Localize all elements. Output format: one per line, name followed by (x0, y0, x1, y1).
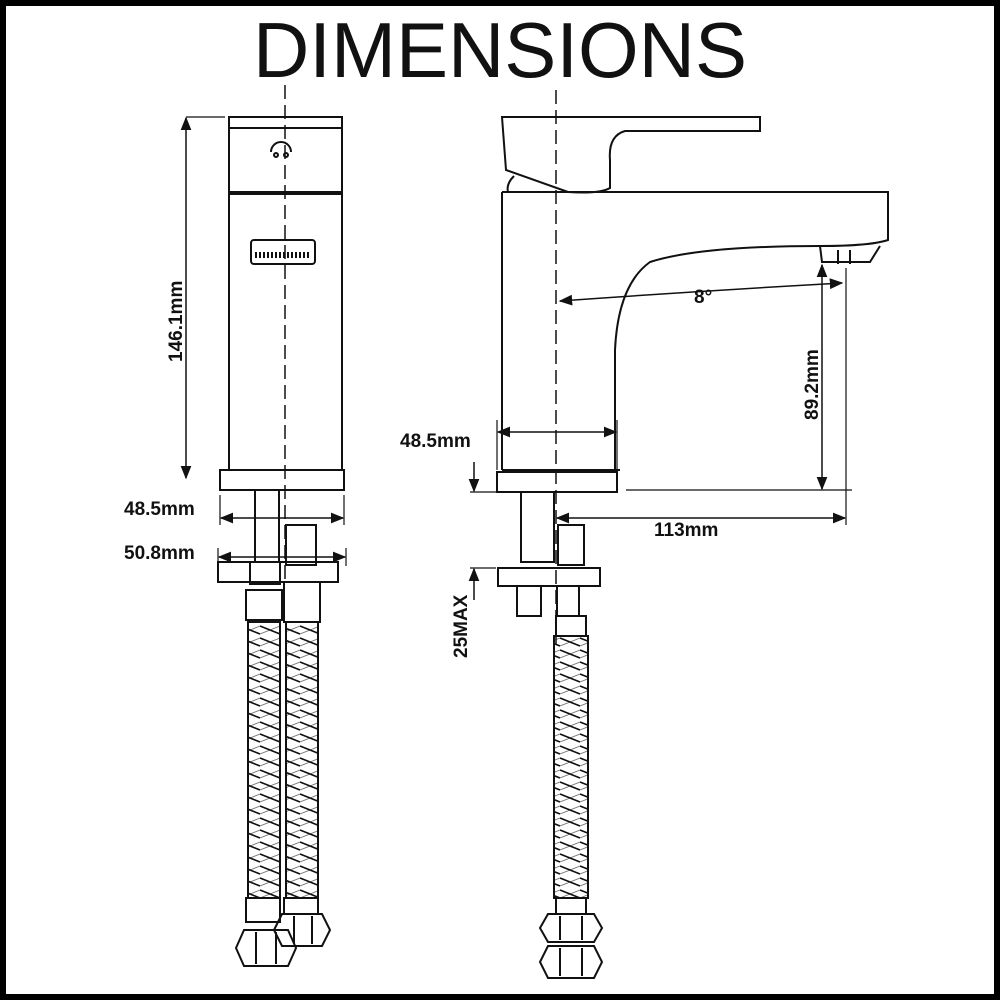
spout-angle-label: 8° (694, 287, 712, 308)
front-view (180, 85, 347, 967)
hex-nut-icon (538, 913, 604, 943)
front-base-collar (219, 469, 345, 491)
side-base-width-label: 48.5mm (400, 431, 471, 452)
spout-height-label: 89.2mm (802, 349, 823, 420)
spout-angle-dimension-line (558, 278, 844, 306)
side-aerator (819, 245, 881, 263)
front-plate-width-label: 50.8mm (124, 543, 195, 564)
hot-cold-indicator-icon (270, 141, 292, 153)
page-title: DIMENSIONS (253, 6, 747, 94)
hose-braid-left (247, 621, 281, 899)
front-inlet-fitting (285, 524, 317, 566)
side-hose-ferrule (555, 615, 587, 637)
side-hose-braid (553, 635, 589, 899)
hex-nut-icon (538, 945, 604, 979)
side-mounting-plate (497, 567, 601, 587)
hose-ferrule (245, 589, 283, 621)
deck-thickness-label: 25MAX (451, 594, 472, 658)
side-lever-handle (500, 116, 761, 194)
front-base-width-label: 48.5mm (124, 499, 195, 520)
side-base-collar (496, 471, 618, 493)
side-view (468, 90, 889, 979)
aerator-icon (250, 239, 316, 265)
reach-label: 113mm (654, 520, 718, 541)
front-height-label: 146.1mm (166, 281, 187, 362)
side-shank (520, 491, 555, 563)
side-inlet-fitting (557, 524, 585, 566)
side-body-spout (501, 191, 889, 470)
hex-nut-icon (272, 913, 332, 947)
hex-nut-icon (234, 929, 298, 967)
hose-braid-right (285, 621, 319, 899)
front-mounting-plate (217, 561, 339, 583)
front-shank (254, 489, 280, 563)
